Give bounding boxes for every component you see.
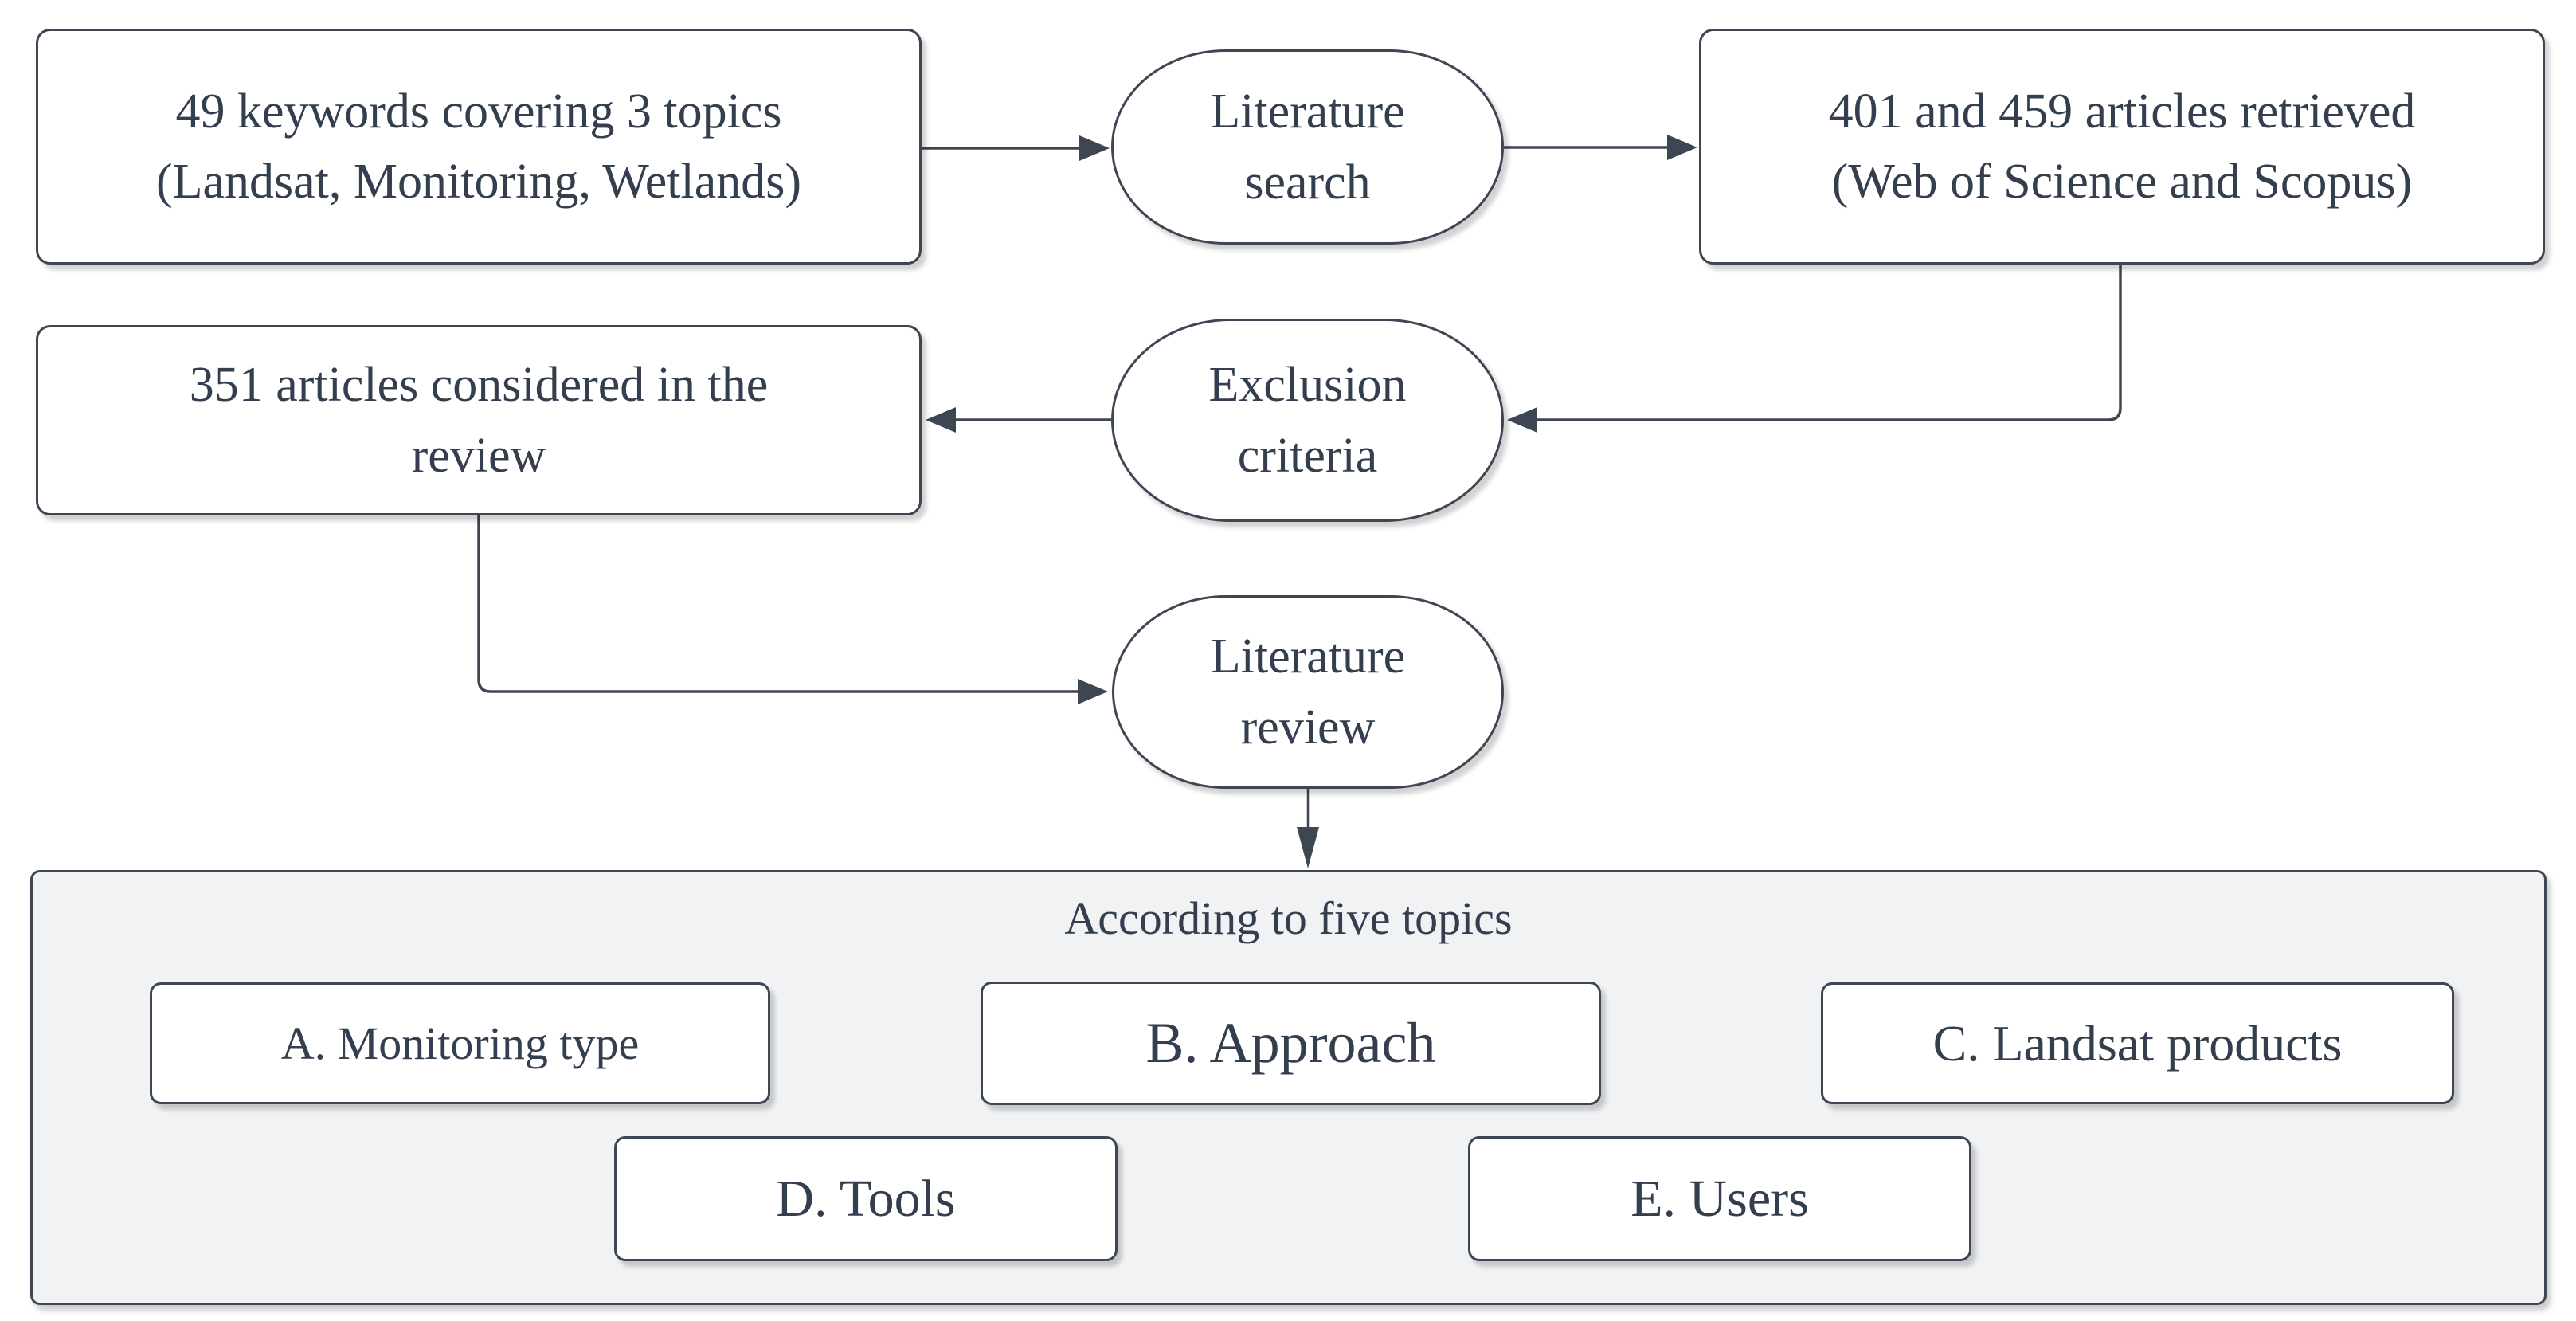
topics-panel: According to five topics A. Monitoring t… bbox=[30, 870, 2547, 1305]
process-literature-review-line2: review bbox=[1240, 700, 1376, 755]
node-keywords: 49 keywords covering 3 topics (Landsat, … bbox=[36, 29, 922, 265]
arrowhead-into-considered bbox=[926, 407, 956, 433]
node-keywords-line1: 49 keywords covering 3 topics bbox=[175, 84, 782, 139]
node-keywords-line2: (Landsat, Monitoring, Wetlands) bbox=[155, 155, 802, 209]
process-literature-review: Literature review bbox=[1112, 595, 1504, 789]
node-articles-considered-line2: review bbox=[411, 428, 546, 483]
process-literature-search-line1: Literature bbox=[1210, 84, 1405, 139]
node-articles-retrieved-line2: (Web of Science and Scopus) bbox=[1831, 155, 2413, 209]
topic-box-tools: D. Tools bbox=[614, 1136, 1118, 1261]
arrowhead-into-retrieved bbox=[1667, 135, 1697, 160]
topic-box-monitoring-type: A. Monitoring type bbox=[150, 982, 770, 1104]
node-articles-considered-line1: 351 articles considered in the bbox=[189, 358, 769, 413]
connector-considered-to-review bbox=[477, 515, 1078, 693]
process-literature-search-line2: search bbox=[1244, 155, 1371, 210]
process-exclusion-criteria-line1: Exclusion bbox=[1208, 358, 1407, 413]
topics-panel-title: According to five topics bbox=[1064, 892, 1513, 944]
node-articles-retrieved-line1: 401 and 459 articles retrieved bbox=[1828, 84, 2416, 139]
node-articles-considered: 351 articles considered in the review bbox=[36, 325, 922, 515]
arrowhead-into-exclusion bbox=[1507, 407, 1537, 433]
process-exclusion-criteria-line2: criteria bbox=[1237, 428, 1378, 483]
process-literature-search: Literature search bbox=[1111, 49, 1504, 245]
topic-box-approach: B. Approach bbox=[981, 982, 1601, 1105]
arrowhead-into-review bbox=[1078, 679, 1108, 704]
arrowhead-into-panel bbox=[1297, 827, 1319, 868]
process-literature-review-line1: Literature bbox=[1210, 629, 1406, 684]
process-exclusion-criteria: Exclusion criteria bbox=[1111, 319, 1504, 522]
topic-box-landsat-products: C. Landsat products bbox=[1821, 982, 2454, 1104]
arrowhead-into-search bbox=[1079, 135, 1110, 161]
connector-retrieved-to-exclusion bbox=[1537, 265, 2122, 421]
topic-box-users: E. Users bbox=[1468, 1136, 1971, 1261]
node-articles-retrieved: 401 and 459 articles retrieved (Web of S… bbox=[1699, 29, 2545, 265]
